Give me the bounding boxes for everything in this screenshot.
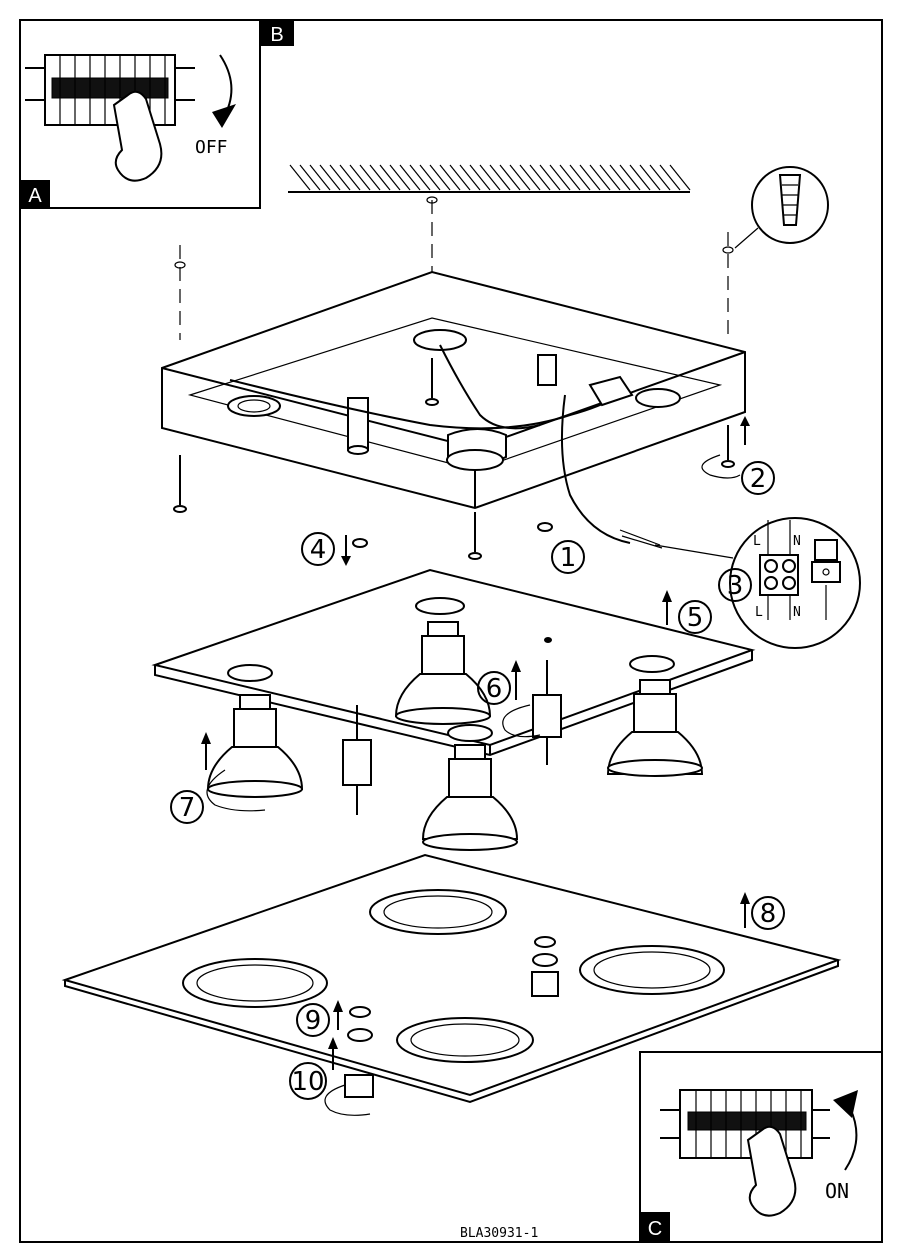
- mounting-box: [161, 270, 746, 549]
- terminal-n-top: N: [793, 534, 801, 549]
- terminal-l-bottom: L: [755, 605, 763, 620]
- step-1: 1: [560, 543, 577, 573]
- tab-a: [20, 180, 50, 208]
- terminal-n-bottom: N: [793, 605, 801, 620]
- step-9: 9: [305, 1006, 322, 1036]
- tab-b: [260, 20, 294, 46]
- threaded-spacers: [342, 660, 562, 815]
- panel-switch-on: C ON: [639, 1051, 883, 1243]
- cover-plate: [61, 853, 842, 1104]
- tab-b-label: B: [270, 24, 283, 46]
- step-numbers: 1 2 3 4 5 6 7 8 9 10: [170, 461, 785, 1100]
- wall-plug-detail: [734, 166, 829, 249]
- step-8: 8: [760, 899, 777, 929]
- off-label: OFF: [195, 137, 228, 158]
- page-frame: [19, 19, 883, 1243]
- step-5: 5: [687, 603, 704, 633]
- step-4: 4: [310, 535, 327, 565]
- step-3: 3: [727, 571, 744, 601]
- tab-c-label: C: [648, 1218, 662, 1240]
- step-6: 6: [486, 674, 503, 704]
- mounting-screws: [173, 358, 750, 560]
- on-label: ON: [825, 1179, 849, 1203]
- hand-icon: [112, 90, 163, 182]
- washer: [352, 538, 368, 548]
- ceiling-hatch: [288, 164, 691, 193]
- breaker-bank-icon: [660, 1089, 830, 1159]
- tab-c: [640, 1212, 670, 1242]
- step-10: 10: [291, 1067, 324, 1097]
- terminal-detail: L N L N: [654, 517, 861, 649]
- doc-code: BLA30931-1: [460, 1226, 538, 1241]
- rotate-arrow-icon: [219, 54, 233, 116]
- breaker-bank-icon: [25, 54, 195, 126]
- hand-icon: [746, 1125, 797, 1217]
- tab-a-label: A: [28, 185, 42, 207]
- step-7: 7: [179, 793, 196, 823]
- step-2: 2: [750, 464, 767, 494]
- terminal-l-top: L: [753, 534, 761, 549]
- washer: [537, 522, 553, 532]
- gu10-bulbs: [206, 621, 704, 851]
- panel-switch-off: B A OFF: [19, 19, 294, 209]
- rotate-arrow-icon: [844, 1107, 858, 1171]
